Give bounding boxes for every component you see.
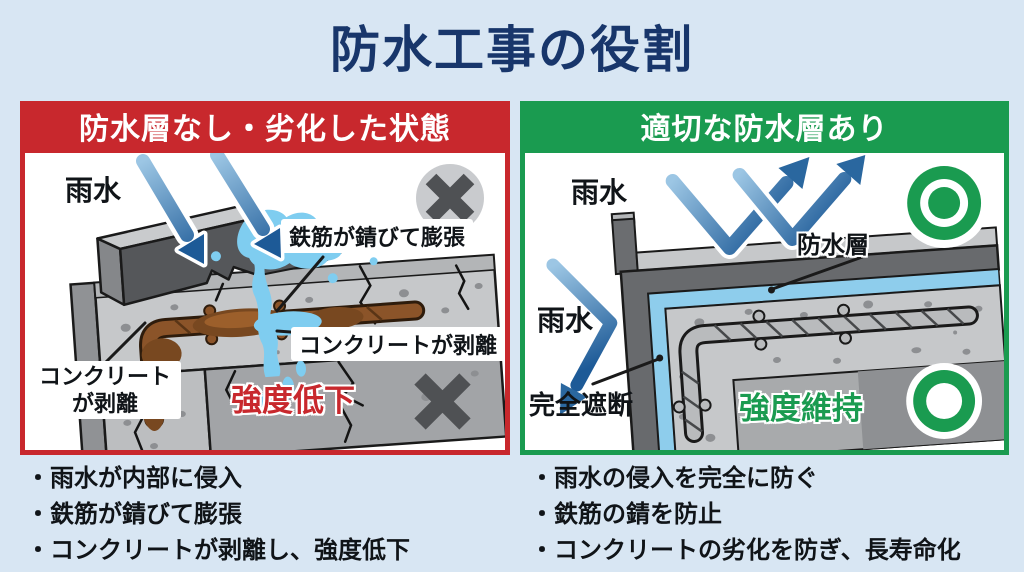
rain-arrow-icon <box>205 153 285 262</box>
list-item: ・鉄筋の錆を防止 <box>530 501 722 528</box>
left-illustration: 雨水 鉄筋が錆びて膨張 コンクリートが剥離 コンクリート が剥離 強度低下 <box>25 153 505 450</box>
left-bullet-list: ・雨水が内部に侵入 ・鉄筋が錆びて膨張 ・コンクリートが剥離し、強度低下 <box>26 461 410 569</box>
right-bullet-list: ・雨水の侵入を完全に防ぐ ・鉄筋の錆を防止 ・コンクリートの劣化を防ぎ、長寿命化 <box>530 461 961 569</box>
right-panel-header: 適切な防水層あり <box>525 106 1004 153</box>
x-icon <box>414 373 471 430</box>
strength-maintained-label: 強度維持 <box>739 391 863 426</box>
strength-down-label: 強度低下 <box>231 383 355 418</box>
list-item: ・コンクリートの劣化を防ぎ、長寿命化 <box>530 537 961 564</box>
panel-with-waterproofing: 適切な防水層あり <box>520 101 1009 455</box>
concrete-spall-label-left: コンクリート が剥離 <box>29 361 182 419</box>
list-item: ・鉄筋が錆びて膨張 <box>26 501 242 528</box>
panel-no-waterproofing: 防水層なし・劣化した状態 <box>20 101 510 455</box>
list-item: ・雨水の侵入を完全に防ぐ <box>530 465 818 492</box>
left-panel-header: 防水層なし・劣化した状態 <box>25 106 505 153</box>
complete-block-label: 完全遮断 <box>529 390 634 420</box>
list-item: ・雨水が内部に侵入 <box>26 465 242 492</box>
waterproof-layer-label: 防水層 <box>797 232 869 259</box>
rain-label: 雨水 <box>65 175 122 206</box>
x-circle-icon <box>416 164 484 232</box>
list-item: ・コンクリートが剥離し、強度低下 <box>26 537 410 564</box>
rain-deflected-arrow-icon <box>542 255 621 419</box>
double-circle-icon <box>899 158 990 248</box>
rain-label-top: 雨水 <box>571 177 628 208</box>
concrete-spall-label-right: コンクリートが剥離 <box>291 327 505 361</box>
circle-icon <box>906 363 983 439</box>
clean-rebar <box>672 303 979 443</box>
rain-bounce-arrow-icon <box>728 153 869 250</box>
leader-lines <box>591 255 864 386</box>
rain-arrow-icon <box>131 153 208 268</box>
page-title: 防水工事の役割 <box>330 22 694 78</box>
right-illustration: 雨水 雨水 防水層 完全遮断 強度維持 <box>525 153 1004 450</box>
rain-label-left: 雨水 <box>537 305 594 336</box>
right-illustration-svg <box>542 153 1004 450</box>
rebar-rust-label: 鉄筋が錆びて膨張 <box>281 219 474 253</box>
